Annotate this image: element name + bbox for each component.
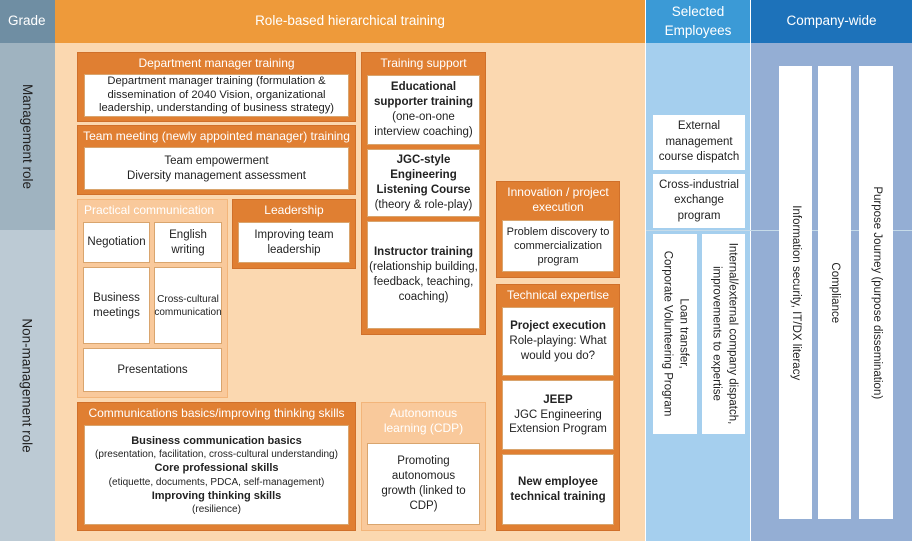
educational-supporter-box: Educational supporter training (one-on-o… (367, 75, 480, 145)
practical-communication-panel: Practical communication Negotiation Engl… (77, 199, 228, 398)
new-employee-training-box: New employee technical training (502, 454, 614, 525)
company-dispatch-box: Internal/external company dispatch, impr… (702, 234, 745, 434)
purpose-journey-text: Purpose Journey (purpose dissemination) (870, 186, 883, 399)
company-wide-header-label: Company-wide (786, 13, 877, 29)
non-management-row-text: Non-management role (20, 318, 36, 453)
innovation-title: Innovation / project execution (507, 185, 609, 214)
leadership-title: Leadership (264, 203, 324, 217)
technical-expertise-panel: Technical expertise Project execution Ro… (496, 284, 620, 531)
cross-cultural-box: Cross-cultural communication (154, 267, 222, 344)
cross-industrial-exchange-box: Cross-industrial exchange program (653, 174, 745, 228)
business-communication-basics: Business communication basics (131, 435, 302, 448)
external-course-dispatch-box: External management course dispatch (653, 115, 745, 170)
team-meeting-title: Team meeting (newly appointed manager) t… (83, 129, 350, 143)
improving-thinking-detail: (resilience) (192, 503, 241, 515)
english-writing-box: English writing (154, 222, 222, 263)
listening-course-sub: (theory & role-play) (374, 198, 473, 211)
loan-transfer-box: Loan transfer, Corporate Volunteering Pr… (653, 234, 697, 434)
business-meetings-box: Business meetings (83, 267, 150, 344)
presentations-box: Presentations (83, 348, 222, 392)
project-execution-sub: Role-playing: What would you do? (509, 335, 607, 362)
selected-employees-header-label: Selected Employees (664, 4, 732, 38)
purpose-journey-box: Purpose Journey (purpose dissemination) (859, 66, 893, 519)
educational-supporter-title: Educational supporter training (373, 81, 474, 109)
company-wide-header: Company-wide (751, 0, 912, 43)
dept-manager-panel: Department manager training Department m… (77, 52, 356, 122)
grade-header: Grade (0, 0, 55, 43)
innovation-panel: Innovation / project execution Problem d… (496, 181, 620, 278)
training-support-title: Training support (380, 56, 467, 70)
project-execution-box: Project execution Role-playing: What wou… (502, 307, 614, 376)
leadership-body: Improving team leadership (238, 222, 350, 263)
infosec-box: Information security, IT/DX literacy (779, 66, 812, 519)
educational-supporter-sub: (one-on-one interview coaching) (374, 111, 473, 138)
technical-expertise-title: Technical expertise (506, 288, 610, 302)
company-dispatch-text: Internal/external company dispatch, impr… (710, 243, 739, 425)
jeep-box: JEEP JGC Engineering Extension Program (502, 380, 614, 450)
role-based-header: Role-based hierarchical training (55, 0, 645, 43)
communications-basics-panel: Communications basics/improving thinking… (77, 402, 356, 531)
instructor-training-box: Instructor training (relationship buildi… (367, 221, 480, 329)
management-row-text: Management role (20, 83, 35, 190)
selected-employees-header: Selected Employees (646, 0, 750, 43)
compliance-text: Compliance (829, 262, 842, 323)
communications-basics-body: Business communication basics (presentat… (84, 425, 349, 525)
management-row-label: Management role (0, 43, 55, 230)
leadership-panel: Leadership Improving team leadership (232, 199, 356, 269)
autonomous-learning-body: Promoting autonomous growth (linked to C… (367, 443, 480, 525)
compliance-box: Compliance (818, 66, 851, 519)
jeep-sub: JGC Engineering Extension Program (509, 408, 607, 436)
non-management-row-label: Non-management role (0, 230, 55, 541)
communications-basics-title: Communications basics/improving thinking… (88, 406, 345, 420)
business-communication-detail: (presentation, facilitation, cross-cultu… (95, 449, 338, 461)
infosec-text: Information security, IT/DX literacy (790, 205, 803, 380)
jeep-title: JEEP (543, 393, 573, 406)
practical-communication-title: Practical communication (84, 203, 215, 217)
team-meeting-body: Team empowerment Diversity management as… (84, 147, 349, 190)
listening-course-title: JGC-style Engineering Listening Course (376, 154, 471, 196)
negotiation-box: Negotiation (83, 222, 150, 263)
core-professional-detail: (etiquette, documents, PDCA, self-manage… (108, 476, 325, 488)
innovation-body: Problem discovery to commercialization p… (502, 220, 614, 272)
training-support-panel: Training support Educational supporter t… (361, 52, 486, 335)
grade-header-label: Grade (8, 13, 46, 29)
instructor-training-sub: (relationship building, feedback, teachi… (369, 261, 478, 303)
autonomous-learning-panel: Autonomous learning (CDP) Promoting auto… (361, 402, 486, 531)
core-professional-skills: Core professional skills (154, 462, 279, 475)
instructor-training-title: Instructor training (373, 246, 474, 259)
dept-manager-title: Department manager training (138, 56, 295, 70)
dept-manager-body: Department manager training (formulation… (84, 74, 349, 117)
role-based-header-label: Role-based hierarchical training (255, 13, 445, 29)
project-execution-title: Project execution (510, 320, 606, 333)
loan-transfer-text: Loan transfer, Corporate Volunteering Pr… (662, 251, 690, 417)
listening-course-box: JGC-style Engineering Listening Course (… (367, 149, 480, 217)
autonomous-learning-title: Autonomous learning (CDP) (383, 406, 464, 435)
team-meeting-panel: Team meeting (newly appointed manager) t… (77, 125, 356, 195)
improving-thinking-skills: Improving thinking skills (151, 489, 282, 502)
